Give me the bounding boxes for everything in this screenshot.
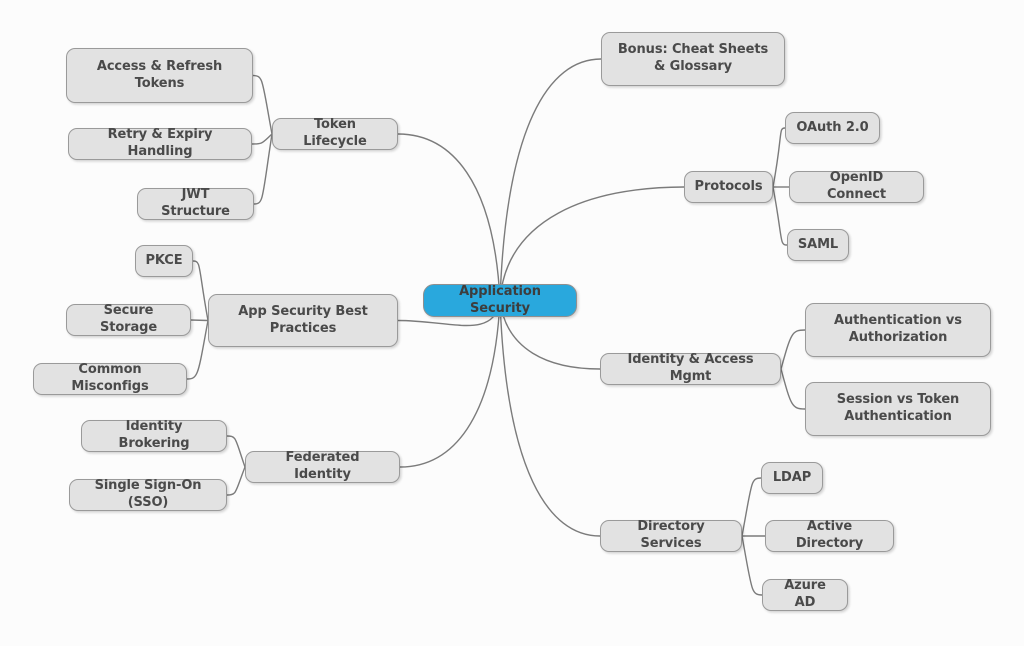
leaf-node-secure-storage[interactable]: Secure Storage [66, 303, 191, 336]
branch-node-token-lifecycle[interactable]: Token Lifecycle [272, 117, 398, 150]
branch-node-bonus-cheat-sheets-and-glossary[interactable]: Bonus: Cheat Sheets & Glossary [601, 32, 785, 86]
root-application-security[interactable]: Application Security [423, 284, 577, 317]
branch-node-identity-and-access-mgmt[interactable]: Identity & Access Mgmt [600, 352, 781, 385]
leaf-node-access-and-refresh-tokens[interactable]: Access & Refresh Tokens [66, 48, 253, 103]
branch-node-protocols[interactable]: Protocols [684, 171, 773, 203]
branch-node-app-security-best-practices[interactable]: App Security Best Practices [208, 294, 398, 347]
leaf-node-ldap[interactable]: LDAP [761, 462, 823, 494]
leaf-node-identity-brokering[interactable]: Identity Brokering [81, 419, 227, 452]
leaf-node-active-directory[interactable]: Active Directory [765, 519, 894, 552]
leaf-node-authentication-vs-authorization[interactable]: Authentication vs Authorization [805, 303, 991, 357]
leaf-node-oauth-2-0[interactable]: OAuth 2.0 [785, 112, 880, 144]
leaf-node-session-vs-token-authentication[interactable]: Session vs Token Authentication [805, 382, 991, 436]
leaf-node-jwt-structure[interactable]: JWT Structure [137, 187, 254, 220]
leaf-node-common-misconfigs[interactable]: Common Misconfigs [33, 362, 187, 395]
leaf-node-single-sign-on-sso[interactable]: Single Sign-On (SSO) [69, 478, 227, 511]
leaf-node-openid-connect[interactable]: OpenID Connect [789, 170, 924, 203]
branch-node-federated-identity[interactable]: Federated Identity [245, 450, 400, 483]
leaf-node-pkce[interactable]: PKCE [135, 245, 193, 277]
branch-node-directory-services[interactable]: Directory Services [600, 519, 742, 552]
leaf-node-retry-and-expiry-handling[interactable]: Retry & Expiry Handling [68, 127, 252, 160]
leaf-node-azure-ad[interactable]: Azure AD [762, 578, 848, 611]
leaf-node-saml[interactable]: SAML [787, 229, 849, 261]
